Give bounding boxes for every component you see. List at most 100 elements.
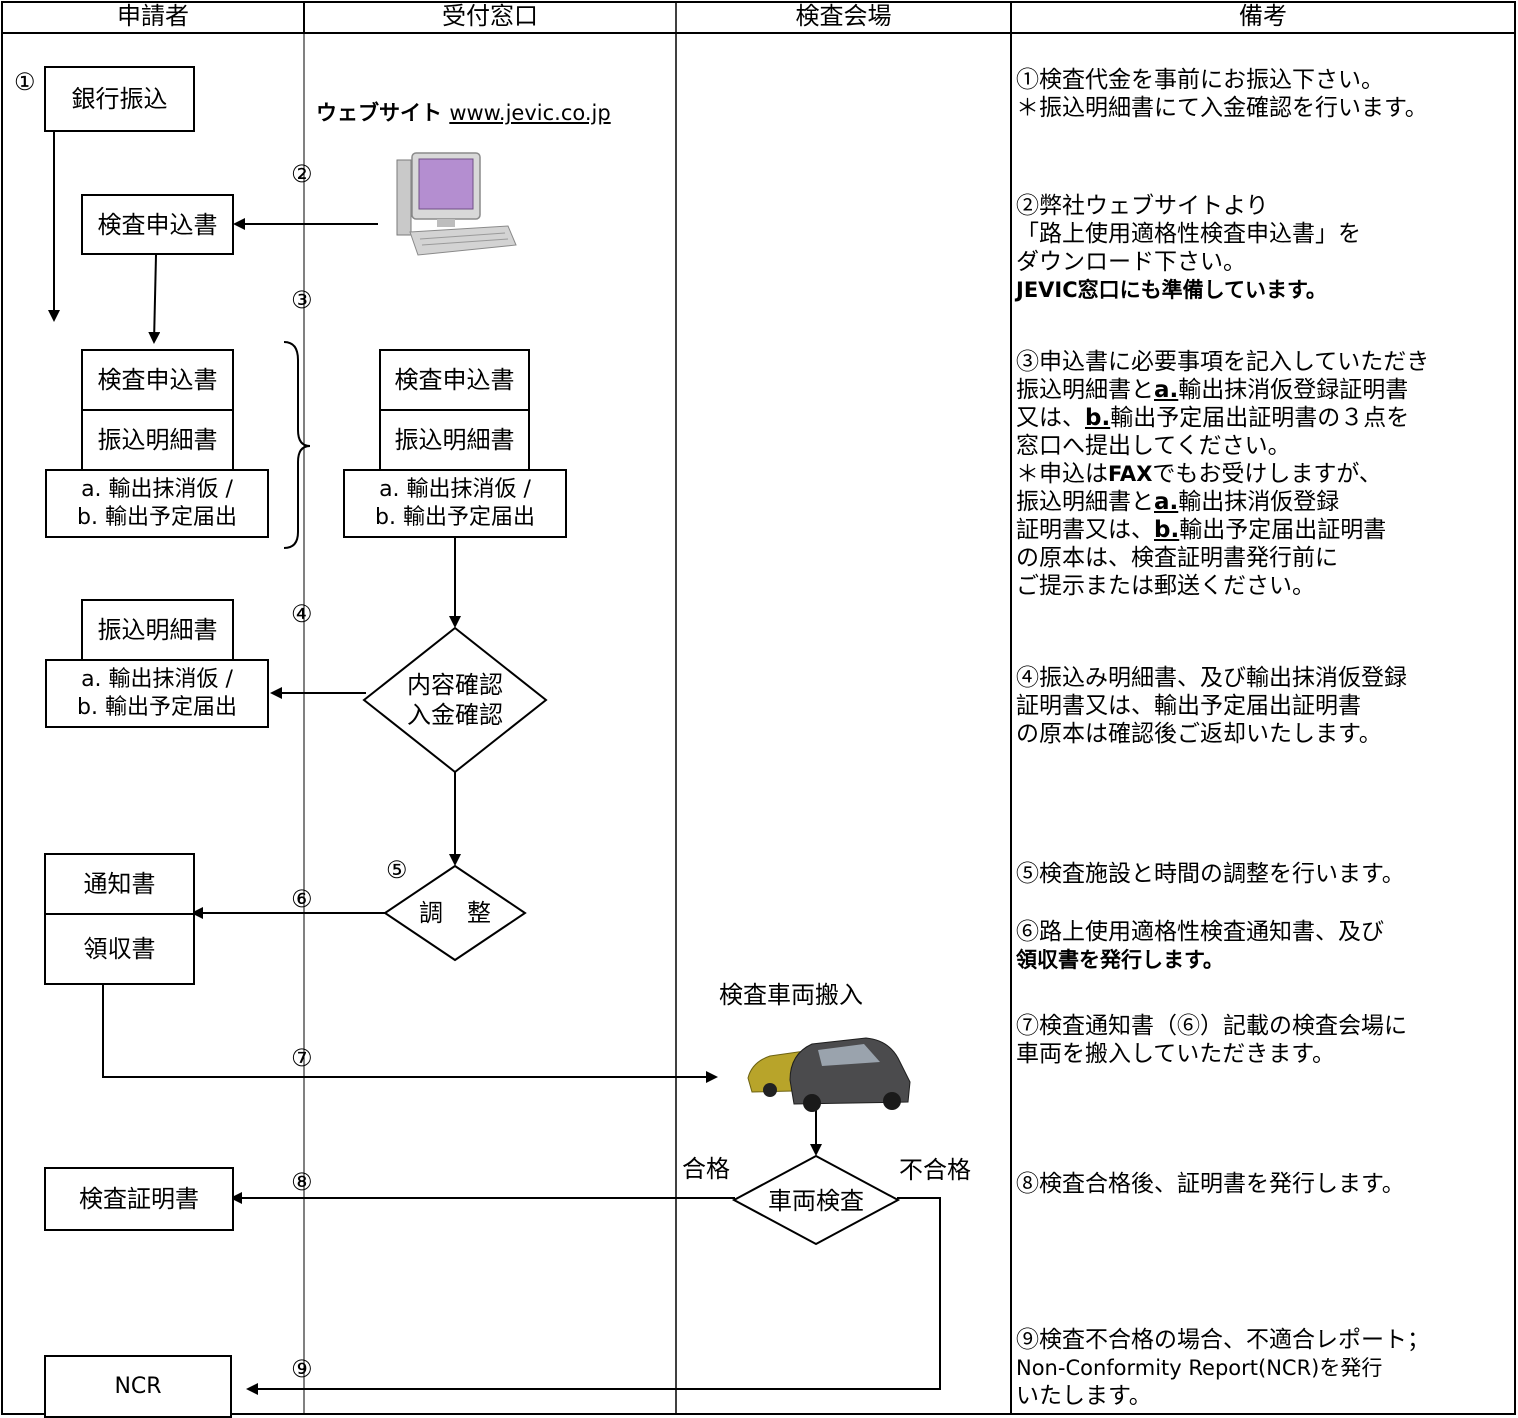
reception-export-doc-b: b. 輸出予定届出	[375, 504, 535, 530]
bundle-export-doc: a. 輸出抹消仮 / b. 輸出予定届出	[45, 469, 269, 538]
remark-3-line-2-b: 輸出抹消仮登録証明書	[1178, 377, 1409, 403]
vehicle-in-label: 検査車両搬入	[719, 981, 863, 1009]
website-url-link[interactable]: www.jevic.co.jp	[449, 101, 611, 125]
remark-2-line-2: 「路上使用適格性検査申込書」を	[1016, 221, 1361, 247]
inspection-diamond-text: 車両検査	[768, 1187, 864, 1215]
bundle-brace	[283, 341, 311, 549]
returned-export-doc: a. 輸出抹消仮 / b. 輸出予定届出	[45, 659, 269, 728]
remark-3-line-2: 振込明細書とa.輸出抹消仮登録証明書	[1016, 376, 1429, 404]
remark-4-line-3: の原本は確認後ご返却いたします。	[1016, 721, 1382, 747]
website-label-text: ウェブサイト	[316, 101, 442, 125]
remark-1: ①検査代金を事前にお振込下さい。 ＊振込明細書にて入金確認を行います。	[1016, 66, 1428, 122]
step-8: ⑧	[291, 1168, 313, 1196]
remark-9-line-3: いたします。	[1016, 1383, 1152, 1409]
check-payment-label: 入金確認	[407, 701, 503, 729]
diamond-adjust	[383, 864, 527, 962]
certificate-box: 検査証明書	[44, 1167, 234, 1231]
reception-statement: 振込明細書	[379, 409, 530, 471]
car-icon	[747, 1037, 911, 1112]
step-5: ⑤	[386, 856, 408, 884]
arrow-receipt-to-vehicle	[102, 985, 718, 1083]
header-applicant: 申請者	[117, 2, 189, 30]
remark-3-line-7: 証明書又は、b.輸出予定届出証明書	[1016, 516, 1429, 544]
remark-5: ⑤検査施設と時間の調整を行います。	[1016, 861, 1405, 887]
remark-8: ⑧検査合格後、証明書を発行します。	[1016, 1171, 1405, 1197]
step-2: ②	[291, 160, 313, 188]
remark-2-line-1: ②弊社ウェブサイトより	[1016, 193, 1269, 219]
ncr-box: NCR	[44, 1355, 232, 1418]
remark-3-line-4: 窓口へ提出してください。	[1016, 433, 1291, 459]
header-reception: 受付窓口	[442, 2, 538, 30]
remark-9-line-2: Non-Conformity Report(NCR)を発行	[1016, 1356, 1383, 1380]
remark-9: ⑨検査不合格の場合、不適合レポート； Non-Conformity Report…	[1016, 1326, 1430, 1410]
step-7: ⑦	[291, 1044, 313, 1072]
remark-3-line-3: 又は、b.輸出予定届出証明書の３点を	[1016, 404, 1429, 432]
remark-2-line-4: JEVIC窓口にも準備しています。	[1016, 278, 1327, 302]
remark-3-line-7-mark: b.	[1154, 517, 1180, 543]
remark-4-line-1: ④振込み明細書、及び輸出抹消仮登録	[1016, 665, 1407, 691]
header-venue: 検査会場	[795, 2, 892, 30]
remark-3-line-5: ＊申込はFAXでもお受けしますが、	[1016, 460, 1429, 488]
bundle-form: 検査申込書	[81, 349, 234, 411]
remark-3: ③申込書に必要事項を記入していただき 振込明細書とa.輸出抹消仮登録証明書 又は…	[1016, 348, 1429, 600]
notice-box: 通知書	[44, 853, 195, 915]
remark-7-line-2: 車両を搬入していただきます。	[1016, 1041, 1336, 1067]
arrow-fail-to-ncr	[246, 1197, 941, 1395]
remark-9-line-1: ⑨検査不合格の場合、不適合レポート；	[1016, 1327, 1430, 1353]
remark-3-line-1: ③申込書に必要事項を記入していただき	[1016, 349, 1430, 375]
remark-3-line-8: の原本は、検査証明書発行前に	[1016, 545, 1338, 571]
reception-form: 検査申込書	[379, 349, 530, 411]
pass-label: 合格	[682, 1155, 730, 1183]
bank-transfer-box: 銀行振込	[44, 66, 195, 132]
computer-icon	[396, 152, 517, 256]
remark-2-line-3: ダウンロード下さい。	[1016, 249, 1246, 275]
diamond-inspection	[731, 1154, 901, 1246]
remark-3-line-3-b: 輸出予定届出証明書の３点を	[1110, 405, 1410, 431]
remark-1-line-2: ＊振込明細書にて入金確認を行います。	[1016, 95, 1428, 121]
step-3: ③	[291, 286, 313, 314]
remark-1-line-1: ①検査代金を事前にお振込下さい。	[1016, 67, 1384, 93]
diamond-check	[362, 626, 548, 774]
step-9: ⑨	[291, 1355, 313, 1383]
remark-7: ⑦検査通知書（⑥）記載の検査会場に 車両を搬入していただきます。	[1016, 1012, 1407, 1068]
remark-3-line-6: 振込明細書とa.輸出抹消仮登録	[1016, 488, 1429, 516]
remark-3-line-9: ご提示または郵送ください。	[1016, 573, 1315, 599]
remark-3-line-3-mark: b.	[1085, 405, 1111, 431]
bundle-statement: 振込明細書	[81, 409, 234, 471]
remark-3-line-7-a: 証明書又は、	[1016, 517, 1154, 543]
remark-3-line-5-a: ＊申込は	[1016, 461, 1108, 487]
remark-3-line-5-fax: FAX	[1108, 462, 1153, 486]
remark-3-line-2-a: 振込明細書と	[1016, 377, 1154, 403]
remark-3-line-5-c: でもお受けしますが、	[1152, 461, 1382, 487]
website-label: ウェブサイト www.jevic.co.jp	[316, 98, 611, 128]
remark-7-line-1: ⑦検査通知書（⑥）記載の検査会場に	[1016, 1013, 1407, 1039]
remark-4: ④振込み明細書、及び輸出抹消仮登録 証明書又は、輸出予定届出証明書 の原本は確認…	[1016, 664, 1407, 748]
reception-export-doc-a: a. 輸出抹消仮 /	[379, 476, 531, 502]
application-form-box: 検査申込書	[81, 194, 234, 255]
remark-3-line-7-b: 輸出予定届出証明書	[1179, 517, 1387, 543]
returned-export-doc-a: a. 輸出抹消仮 /	[81, 666, 233, 692]
step-1: ①	[14, 68, 36, 96]
remark-2: ②弊社ウェブサイトより 「路上使用適格性検査申込書」を ダウンロード下さい。 J…	[1016, 192, 1361, 304]
remark-6-line-1: ⑥路上使用適格性検査通知書、及び	[1016, 919, 1384, 945]
arrow-form-down	[148, 254, 161, 344]
remark-3-line-3-a: 又は、	[1016, 405, 1085, 431]
check-content-label: 内容確認	[407, 671, 503, 699]
receipt-box: 領収書	[44, 913, 195, 985]
step-6: ⑥	[291, 885, 313, 913]
fail-label: 不合格	[899, 1156, 971, 1184]
header-remarks: 備考	[1239, 2, 1287, 30]
returned-statement: 振込明細書	[81, 599, 234, 661]
remark-6: ⑥路上使用適格性検査通知書、及び 領収書を発行します。	[1016, 918, 1384, 974]
remark-4-line-2: 証明書又は、輸出予定届出証明書	[1016, 693, 1361, 719]
step-4: ④	[291, 600, 313, 628]
reception-export-doc: a. 輸出抹消仮 / b. 輸出予定届出	[343, 469, 567, 538]
adjust-diamond-text: 調 整	[419, 899, 491, 927]
returned-export-doc-b: b. 輸出予定届出	[77, 694, 237, 720]
remark-3-line-6-mark: a.	[1154, 489, 1179, 515]
check-diamond-text: 内容確認 入金確認	[385, 670, 525, 730]
remark-6-line-2: 領収書を発行します。	[1016, 948, 1224, 972]
bundle-export-doc-b: b. 輸出予定届出	[77, 504, 237, 530]
